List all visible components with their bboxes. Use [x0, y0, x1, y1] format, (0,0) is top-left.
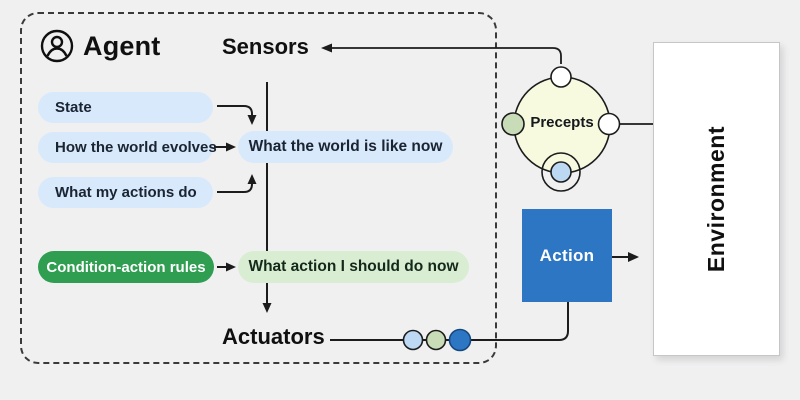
evolves-arrow: [214, 142, 236, 152]
agent-title: Agent: [83, 30, 161, 61]
my-actions-pill: What my actions do: [38, 177, 213, 208]
precepts-node: [501, 66, 653, 192]
action-label: Action: [539, 245, 595, 265]
world-state-pill: What the world is like now: [238, 131, 453, 163]
precept-bottom-ring-icon: [541, 152, 581, 192]
agent-boundary-box: [20, 12, 497, 364]
agent-icon: [40, 29, 74, 63]
precepts-label: Precepts: [530, 114, 594, 131]
actuator-dot-lightgreen: [425, 329, 447, 351]
world-evolves-pill: How the world evolves: [38, 132, 217, 163]
state-pill: State: [38, 92, 213, 123]
actuator-dot-blue: [448, 328, 472, 352]
sensors-label: Sensors: [222, 34, 309, 59]
rules-arrow: [217, 262, 236, 272]
action-box: Action: [522, 209, 612, 302]
actions-arrow: [217, 174, 257, 193]
actuators-to-action-line: [330, 302, 569, 352]
actuators-label: Actuators: [222, 324, 325, 349]
agent-header: Agent: [40, 29, 161, 63]
action-to-environment-arrow: [612, 252, 639, 262]
precept-bottom-node-icon: [550, 161, 572, 183]
environment-label: Environment: [703, 125, 729, 273]
actuator-dot-lightblue: [402, 329, 424, 351]
state-arrow: [217, 105, 257, 125]
precept-top-node-icon: [550, 66, 572, 88]
environment-box: Environment: [653, 42, 780, 356]
precept-left-node-icon: [501, 112, 525, 136]
precept-right-node-icon: [597, 112, 621, 136]
condition-action-rules-pill: Condition-action rules: [38, 251, 214, 283]
precepts-to-sensors-arrow: [321, 43, 562, 64]
action-decision-pill: What action I should do now: [238, 251, 469, 283]
